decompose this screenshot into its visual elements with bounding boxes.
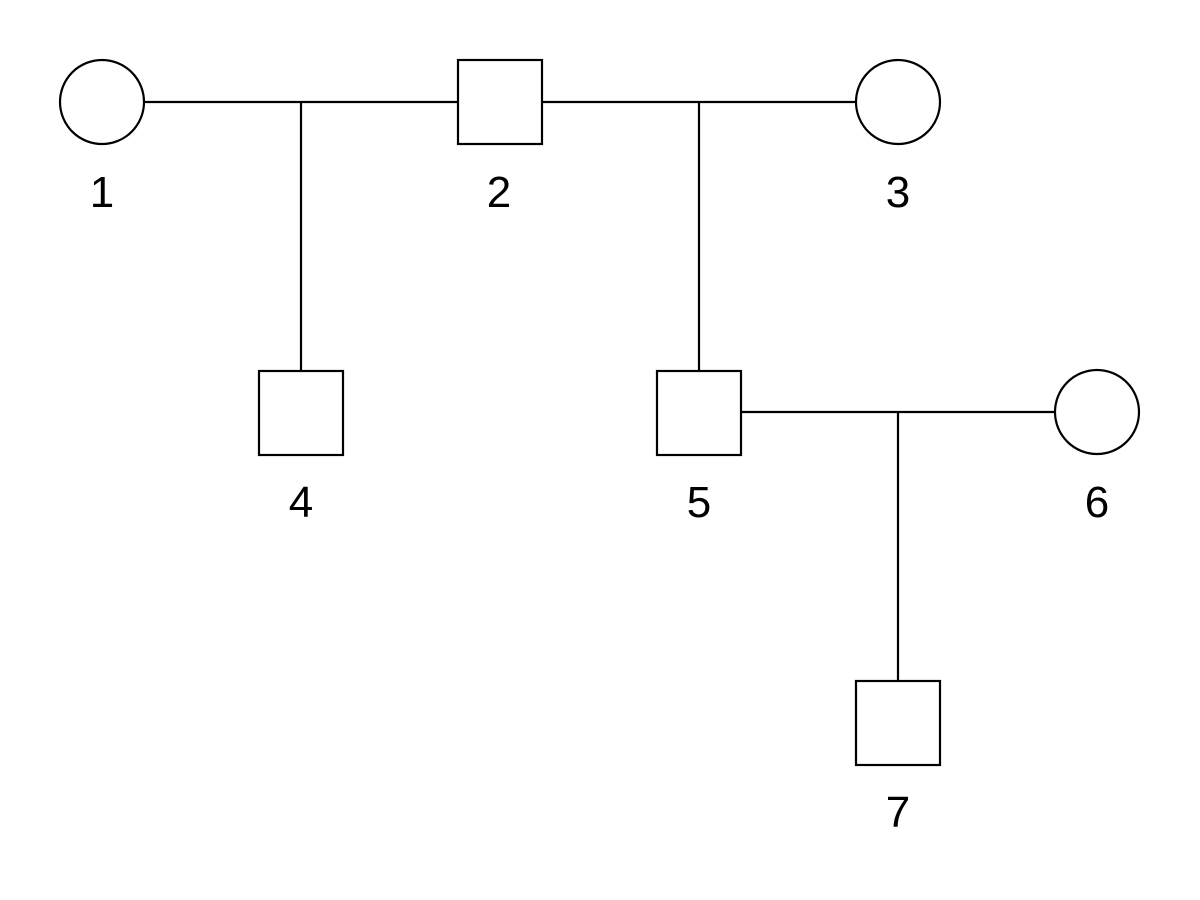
individual-label: 2	[487, 168, 511, 217]
individual-4: 4	[257, 369, 345, 527]
female-symbol	[1053, 368, 1141, 456]
individual-label: 3	[886, 168, 910, 217]
female-symbol	[854, 58, 942, 146]
male-symbol	[854, 679, 942, 767]
individual-label: 6	[1085, 478, 1109, 527]
individual-2: 2	[456, 58, 544, 217]
male-symbol	[456, 58, 544, 146]
individual-7: 7	[854, 679, 942, 837]
male-symbol	[655, 369, 743, 457]
individual-6: 6	[1053, 368, 1141, 527]
individual-5: 5	[655, 369, 743, 527]
individual-1: 1	[58, 58, 146, 217]
individual-3: 3	[854, 58, 942, 217]
female-symbol	[58, 58, 146, 146]
male-symbol	[257, 369, 345, 457]
individual-label: 7	[886, 788, 910, 837]
individual-label: 4	[289, 478, 313, 527]
individual-label: 5	[687, 478, 711, 527]
individual-label: 1	[90, 168, 114, 217]
